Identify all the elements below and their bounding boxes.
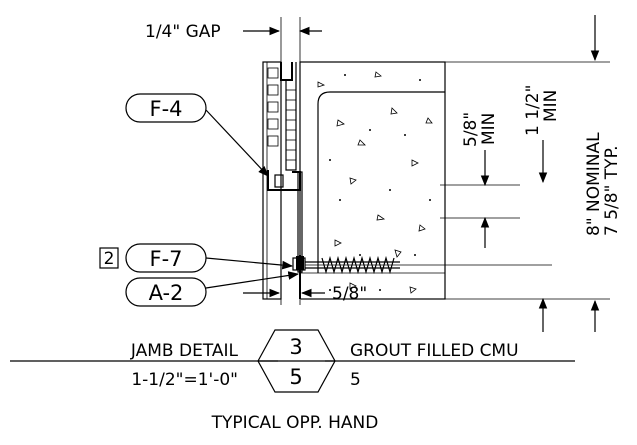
detail-scale: 1-1/2"=1'-0" <box>131 370 238 390</box>
detail-title: JAMB DETAIL <box>130 341 239 361</box>
dim-min-b-value: 1 1/2" <box>523 85 543 136</box>
tag-f7-label: F-7 <box>149 247 182 271</box>
dim-min-a-value: 5/8" <box>461 112 481 147</box>
detail-note: TYPICAL OPP. HAND <box>211 413 379 433</box>
gap-dimension: 1/4" GAP <box>145 17 322 62</box>
dim-min-b-unit: MIN <box>541 90 561 122</box>
tag-f7: 2 F-7 <box>99 243 294 273</box>
detail-number: 3 <box>289 335 302 359</box>
right-sub: 5 <box>350 370 361 390</box>
grout-dots <box>329 74 431 291</box>
dim-typ: 7 5/8" TYP. <box>602 145 622 236</box>
right-title: GROUT FILLED CMU <box>350 341 519 361</box>
cmu-block <box>299 61 446 300</box>
dim-min-a-unit: MIN <box>479 113 499 145</box>
title-block: JAMB DETAIL 1-1/2"=1'-0" 3 5 GROUT FILLE… <box>10 329 575 433</box>
bottom-dimension: 5/8" <box>243 280 367 305</box>
dim-bottom-label: 5/8" <box>332 284 367 304</box>
tag-a2-label: A-2 <box>149 281 184 305</box>
sheet-number: 5 <box>289 365 302 389</box>
right-dimensions <box>440 15 610 332</box>
key-box-label: 2 <box>104 249 115 269</box>
anchor-bolt <box>305 255 552 275</box>
tag-f4-label: F-4 <box>149 97 182 121</box>
dim-nominal: 8" NOMINAL <box>584 132 604 236</box>
tag-a2: A-2 <box>125 271 300 307</box>
grout-aggregate <box>317 71 433 294</box>
gap-label: 1/4" GAP <box>145 22 221 42</box>
door-frame-profile <box>262 61 306 300</box>
tag-f4: F-4 <box>125 93 269 177</box>
